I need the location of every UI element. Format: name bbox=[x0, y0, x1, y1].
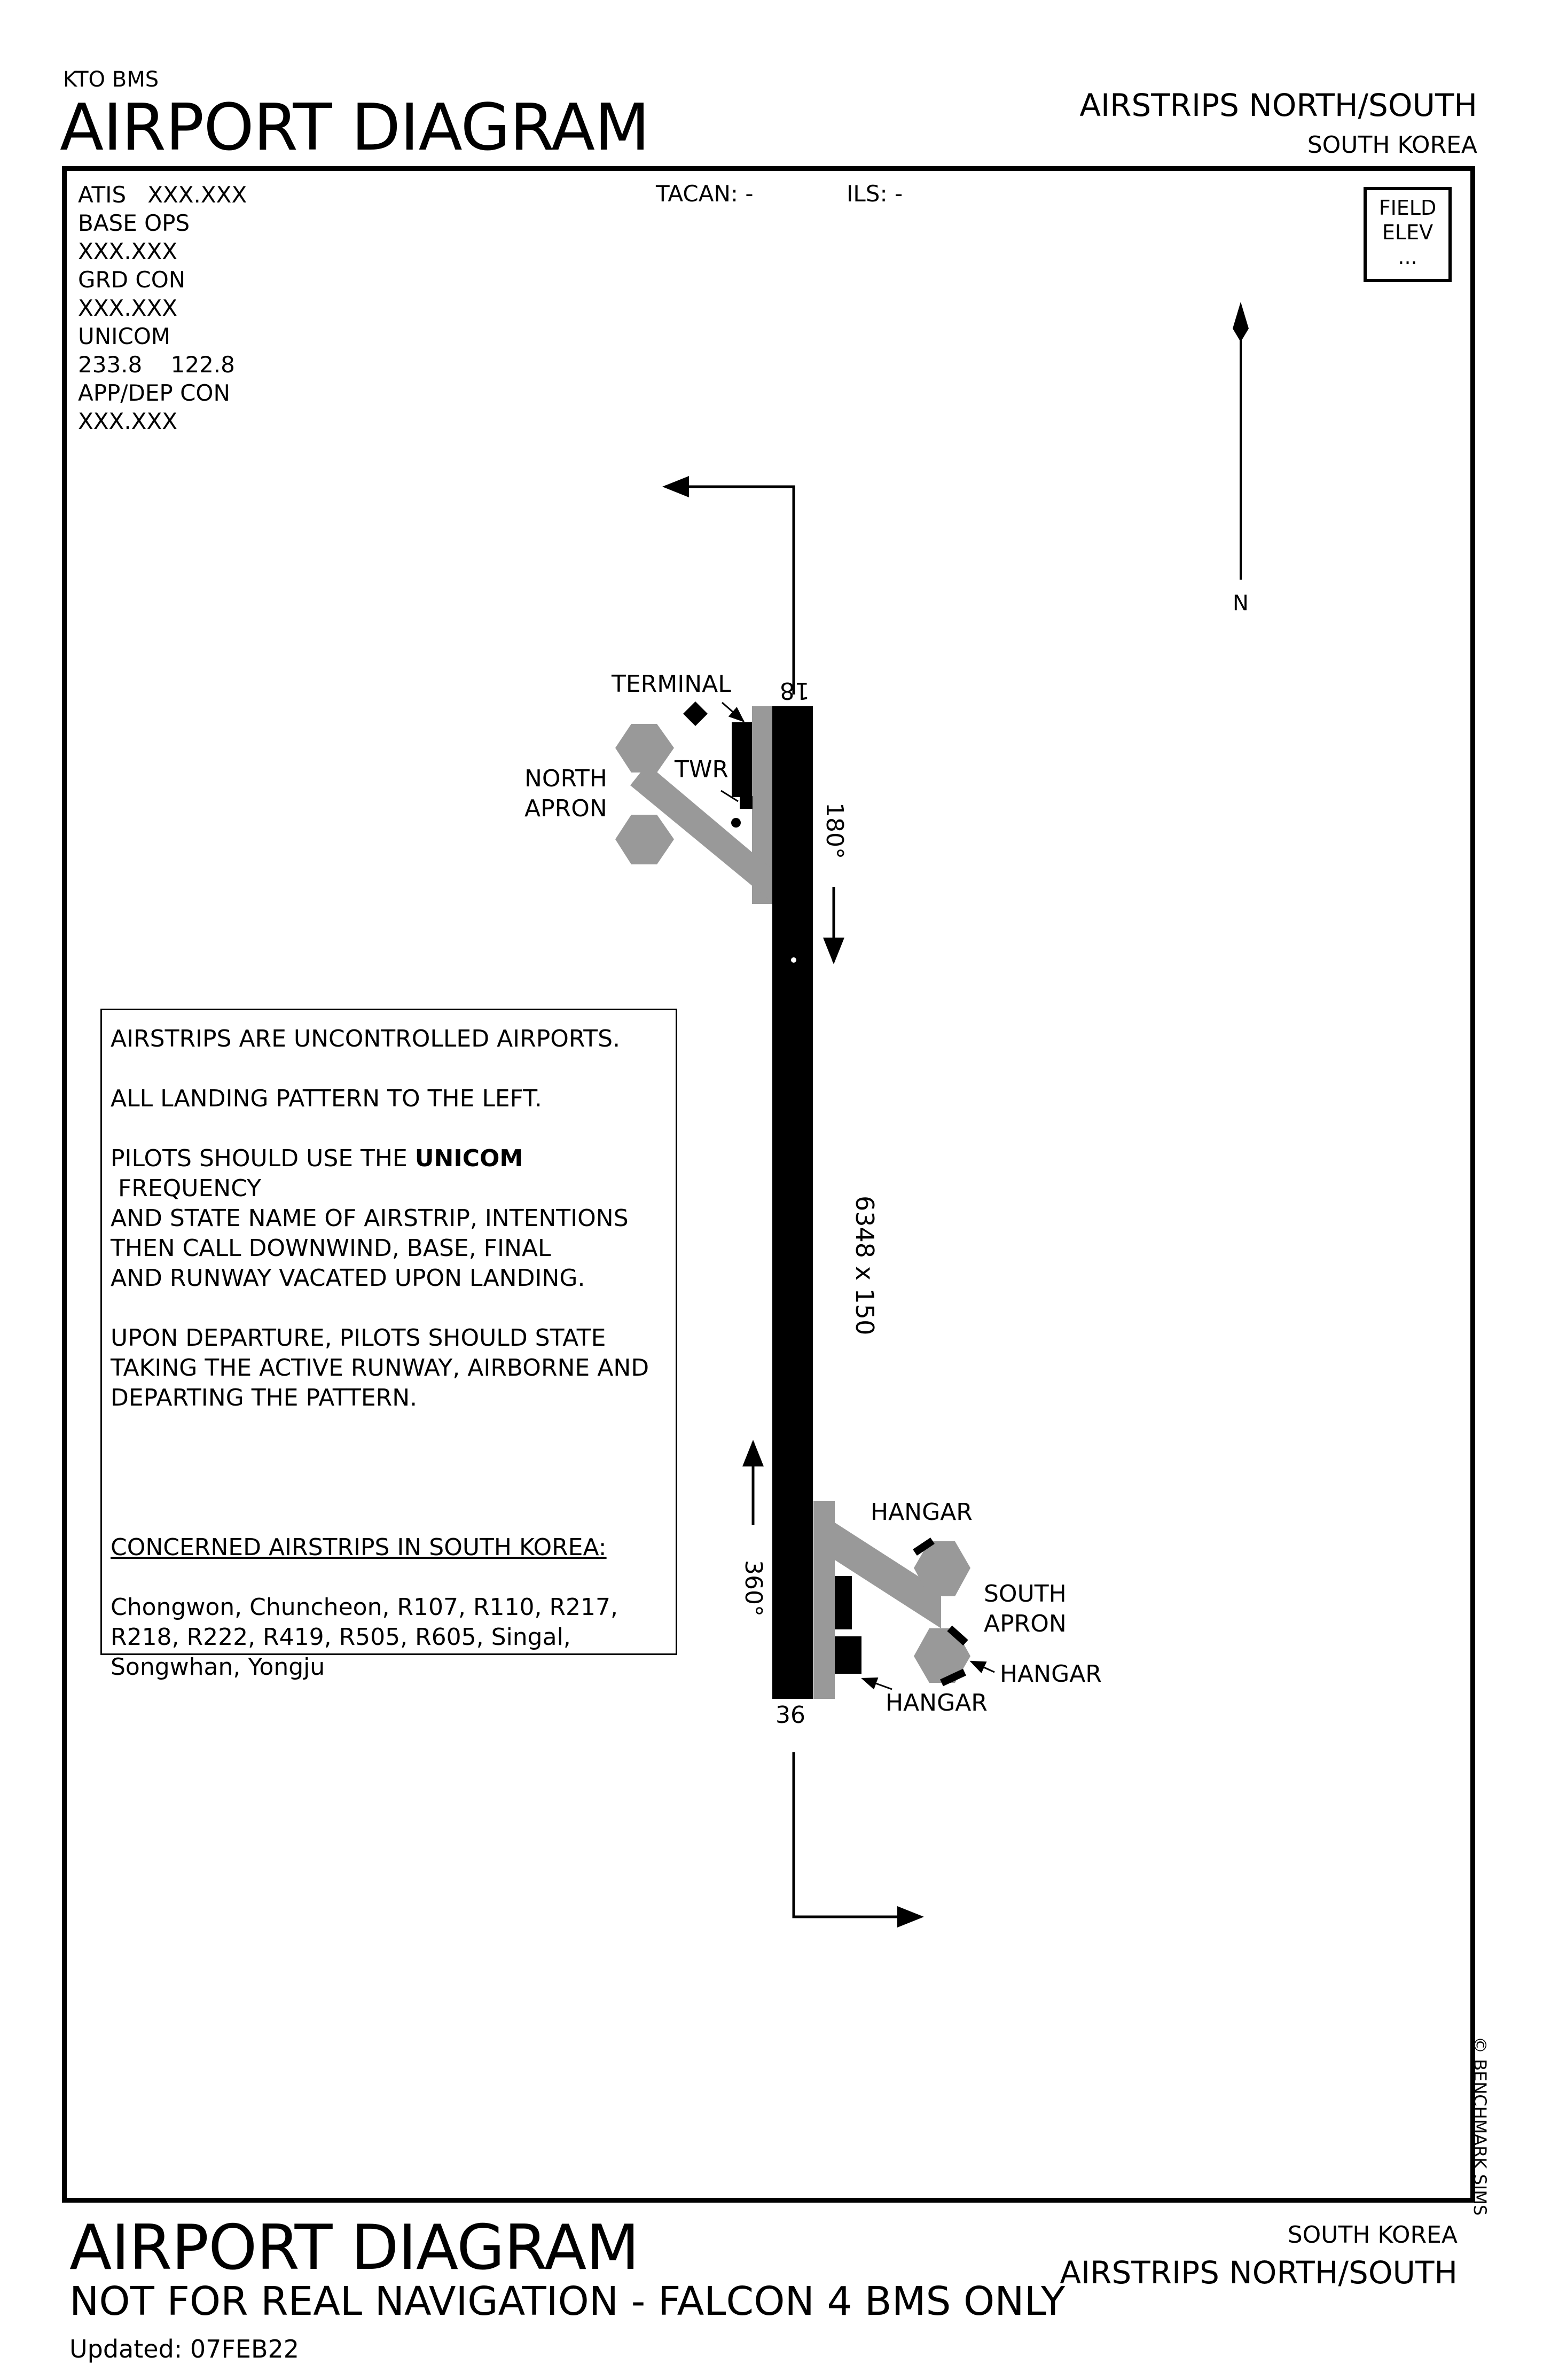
notes-line-state-name: AND STATE NAME OF AIRSTRIP, INTENTIONS bbox=[111, 1205, 629, 1232]
approach-departure-label: APP/DEP CON bbox=[78, 380, 230, 406]
north-label: N bbox=[1233, 589, 1249, 614]
field-elevation-label-1: FIELD bbox=[1378, 196, 1437, 220]
runway bbox=[772, 706, 813, 1699]
runway-dimensions-label: 6348 x 150 bbox=[850, 1196, 879, 1336]
theater-label: KTO BMS bbox=[63, 67, 159, 92]
hangar-pointer-right bbox=[969, 1660, 995, 1674]
hangar-marker-bottom bbox=[940, 1668, 966, 1687]
atis-frequency: ATIS XXX.XXX bbox=[78, 182, 247, 208]
footer-title: AIRPORT DIAGRAM bbox=[69, 2212, 639, 2284]
tacan-info: TACAN: - bbox=[656, 181, 754, 207]
hangar-building-1 bbox=[835, 1576, 852, 1629]
ground-control-label: GRD CON bbox=[78, 267, 186, 293]
hangar-building-2 bbox=[835, 1636, 861, 1674]
notes-line-downwind: THEN CALL DOWNWIND, BASE, FINAL bbox=[111, 1235, 551, 1262]
ground-control-frequency: XXX.XXX bbox=[78, 295, 177, 321]
south-departure-arrow bbox=[792, 1752, 924, 1928]
footer-airport: AIRSTRIPS NORTH/SOUTH bbox=[1060, 2254, 1458, 2291]
concerned-airstrips-title: CONCERNED AIRSTRIPS IN SOUTH KOREA: bbox=[111, 1534, 607, 1561]
footer-disclaimer: NOT FOR REAL NAVIGATION - FALCON 4 BMS O… bbox=[69, 2278, 1066, 2324]
north-apron-label-line1: NORTH bbox=[524, 765, 607, 792]
notes-unicom-post: FREQUENCY bbox=[111, 1175, 262, 1202]
base-ops-label: BASE OPS bbox=[78, 210, 190, 236]
airport-name: AIRSTRIPS NORTH/SOUTH bbox=[1079, 87, 1477, 123]
concerned-airstrips-list: Chongwon, Chuncheon, R107, R110, R217, R… bbox=[111, 1593, 667, 1682]
notes-unicom-pre: PILOTS SHOULD USE THE bbox=[111, 1145, 415, 1172]
page-title: AIRPORT DIAGRAM bbox=[60, 91, 650, 165]
north-apron-label: NORTH APRON bbox=[524, 764, 607, 824]
airstrips-list-line2: R218, R222, R419, R505, R605, Singal, bbox=[111, 1624, 571, 1651]
north-departure-arrow bbox=[662, 476, 795, 695]
hangar-pointer-bottom bbox=[861, 1677, 892, 1690]
terminal-pointer bbox=[722, 701, 745, 722]
notes-line-departure: UPON DEPARTURE, PILOTS SHOULD STATE bbox=[111, 1324, 606, 1352]
unicom-frequency: 233.8 122.8 bbox=[78, 352, 235, 378]
south-apron bbox=[813, 1501, 970, 1699]
notes-line-departing: DEPARTING THE PATTERN. bbox=[111, 1384, 418, 1411]
tower-label: TWR bbox=[675, 756, 728, 783]
unicom-label: UNICOM bbox=[78, 323, 171, 349]
notes-paragraph-unicom: PILOTS SHOULD USE THE UNICOM FREQUENCY A… bbox=[111, 1144, 667, 1293]
footer-country: SOUTH KOREA bbox=[1287, 2221, 1458, 2249]
north-apron bbox=[615, 706, 773, 904]
notes-unicom-bold: UNICOM bbox=[414, 1145, 523, 1172]
hangar-label-top: HANGAR bbox=[871, 1499, 973, 1526]
runway-center-marker bbox=[791, 957, 796, 963]
hangar-marker-top bbox=[913, 1538, 935, 1556]
notes-paragraph-departure: UPON DEPARTURE, PILOTS SHOULD STATE TAKI… bbox=[111, 1323, 667, 1413]
terminal-building bbox=[732, 722, 752, 797]
terminal-label: TERMINAL bbox=[612, 670, 731, 698]
base-ops-frequency: XXX.XXX bbox=[78, 238, 177, 264]
hangar-label-bottom: HANGAR bbox=[886, 1689, 988, 1716]
notes-box: AIRSTRIPS ARE UNCONTROLLED AIRPORTS. ALL… bbox=[100, 1009, 677, 1681]
south-apron-label: SOUTH APRON bbox=[984, 1579, 1067, 1639]
hangar-marker-right bbox=[947, 1625, 968, 1646]
south-apron-label-line1: SOUTH bbox=[984, 1580, 1067, 1608]
footer-updated: Updated: 07FEB22 bbox=[69, 2335, 300, 2363]
south-apron-label-line2: APRON bbox=[984, 1610, 1067, 1637]
field-elevation-value: ... bbox=[1398, 245, 1417, 269]
heading-180-label: 180° bbox=[821, 802, 848, 859]
country-name: SOUTH KOREA bbox=[1307, 131, 1477, 159]
terminal-marker-icon bbox=[683, 701, 708, 726]
copyright-notice: © BENCHMARK SIMS bbox=[1470, 2036, 1490, 2216]
north-apron-label-line2: APRON bbox=[524, 795, 607, 822]
notes-line-vacated: AND RUNWAY VACATED UPON LANDING. bbox=[111, 1265, 585, 1292]
field-elevation-box: FIELD ELEV ... bbox=[1364, 187, 1452, 282]
tower-pointer bbox=[720, 790, 739, 802]
tower-icon bbox=[740, 796, 753, 809]
north-arrow-icon bbox=[1233, 302, 1249, 580]
ils-info: ILS: - bbox=[847, 181, 903, 207]
hangar-label-right: HANGAR bbox=[1000, 1660, 1102, 1688]
airstrips-list-line3: Songwhan, Yongju bbox=[111, 1653, 325, 1681]
notes-line-pattern: ALL LANDING PATTERN TO THE LEFT. bbox=[111, 1085, 542, 1112]
notes-line-active-runway: TAKING THE ACTIVE RUNWAY, AIRBORNE AND bbox=[111, 1354, 649, 1382]
notes-line-uncontrolled: AIRSTRIPS ARE UNCONTROLLED AIRPORTS. bbox=[111, 1025, 621, 1052]
approach-departure-frequency: XXX.XXX bbox=[78, 408, 177, 434]
field-elevation-label-2: ELEV bbox=[1382, 221, 1434, 244]
beacon-icon bbox=[731, 818, 741, 828]
airstrips-list-line1: Chongwon, Chuncheon, R107, R110, R217, bbox=[111, 1594, 618, 1621]
runway-18-label: 18 bbox=[780, 677, 810, 704]
heading-360-label: 360° bbox=[740, 1560, 767, 1617]
frequency-block: ATIS XXX.XXX BASE OPS XXX.XXX GRD CON XX… bbox=[78, 181, 247, 435]
diagram-frame bbox=[62, 166, 1475, 2203]
runway-36-label: 36 bbox=[776, 1702, 805, 1729]
